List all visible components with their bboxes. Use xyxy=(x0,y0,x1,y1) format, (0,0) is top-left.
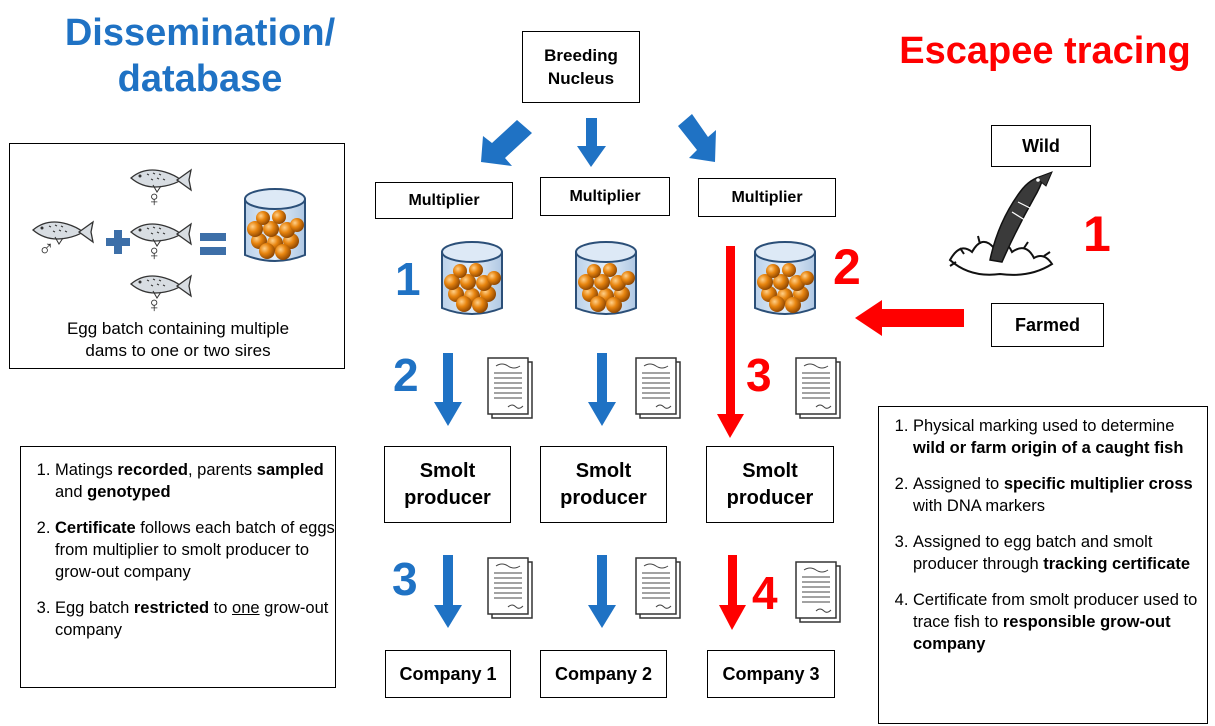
step-number-red-2: 2 xyxy=(833,239,861,295)
escapee-steps-panel: Physical marking used to determine wild … xyxy=(878,406,1208,724)
dissemination-steps-panel: Matings recorded, parents sampled and ge… xyxy=(20,446,336,688)
list-text-segment: wild or farm origin of a caught fish xyxy=(913,439,1184,457)
list-text-segment: with DNA markers xyxy=(913,497,1046,515)
company-box-2: Company 2 xyxy=(540,650,667,698)
company-label: Company 2 xyxy=(554,663,653,684)
escapee-step-item: Certificate from smolt producer used to … xyxy=(913,589,1207,655)
step-number-blue-3: 3 xyxy=(392,553,418,605)
list-text-segment: tracking certificate xyxy=(1043,555,1190,573)
list-text-segment: specific multiplier cross xyxy=(1003,475,1193,493)
arrow-to-multiplier-2 xyxy=(577,118,606,167)
female-symbol-mid: ♀ xyxy=(146,240,163,265)
farmed-box: Farmed xyxy=(991,303,1104,347)
list-text-segment: one xyxy=(232,599,260,617)
escapee-step-item: Physical marking used to determine wild … xyxy=(913,415,1207,459)
list-text-segment: genotyped xyxy=(87,483,171,501)
female-symbol-bottom: ♀ xyxy=(146,292,163,317)
step-number-red-4: 4 xyxy=(752,567,778,619)
list-text-segment: follows each batch of eggs from multipli… xyxy=(55,519,335,581)
multiplier-label: Multiplier xyxy=(408,191,480,209)
company-box-3: Company 3 xyxy=(707,650,835,698)
step-number-blue-1: 1 xyxy=(395,253,421,305)
smolt-producer-label: Smolt producer xyxy=(404,459,491,509)
escapee-step-item: Assigned to egg batch and smolt producer… xyxy=(913,531,1207,575)
escapee-step-item: Assigned to specific multiplier cross wi… xyxy=(913,473,1207,517)
smolt-producer-box-2: Smolt producer xyxy=(540,446,667,523)
breeding-nucleus-label: Breeding Nucleus xyxy=(544,46,618,88)
farmed-label: Farmed xyxy=(1014,314,1081,335)
list-text-segment: Assigned to egg batch and smolt producer… xyxy=(913,533,1153,573)
dissemination-steps-list: Matings recorded, parents sampled and ge… xyxy=(21,459,335,641)
list-text-segment: Matings xyxy=(55,461,118,479)
list-text-segment: Egg batch xyxy=(55,599,134,617)
heading-escapee-tracing: Escapee tracing xyxy=(899,30,1191,72)
list-text-segment: to xyxy=(209,599,233,617)
step-number-red-1: 1 xyxy=(1083,206,1111,262)
dissemination-step-item: Matings recorded, parents sampled and ge… xyxy=(55,459,335,503)
egg-batch-caption: Egg batch containing multiple dams to on… xyxy=(66,319,290,360)
heading-dissemination: Dissemination/ database xyxy=(64,12,336,100)
company-box-1: Company 1 xyxy=(385,650,511,698)
multiplier-box-1: Multiplier xyxy=(375,182,513,219)
male-symbol: ♂ xyxy=(38,236,55,261)
company-label: Company 1 xyxy=(399,663,497,684)
smolt-producer-label: Smolt producer xyxy=(560,459,647,509)
escapee-steps-list: Physical marking used to determine wild … xyxy=(879,415,1207,655)
wild-label: Wild xyxy=(1022,135,1060,156)
dissemination-step-item: Egg batch restricted to one grow-out com… xyxy=(55,597,335,641)
list-text-segment: grow-out company xyxy=(55,599,329,639)
smolt-producer-box-3: Smolt producer xyxy=(706,446,834,523)
dissemination-step-item: Certificate follows each batch of eggs f… xyxy=(55,517,335,583)
list-text-segment: responsible grow-out company xyxy=(913,613,1171,653)
step-number-red-3: 3 xyxy=(746,349,772,401)
list-text-segment: recorded xyxy=(117,461,188,479)
list-text-segment: Certificate xyxy=(55,519,136,537)
multiplier-label: Multiplier xyxy=(731,188,803,206)
list-text-segment: Physical marking used to determine xyxy=(913,417,1175,435)
company-label: Company 3 xyxy=(722,663,820,684)
smolt-producer-box-1: Smolt producer xyxy=(384,446,511,523)
arrow-to-multiplier-1 xyxy=(481,120,532,166)
list-text-segment: Assigned to xyxy=(913,475,1004,493)
multiplier-box-3: Multiplier xyxy=(698,178,836,217)
multiplier-box-2: Multiplier xyxy=(540,177,670,216)
list-text-segment: sampled xyxy=(256,461,324,479)
wild-box: Wild xyxy=(991,125,1091,167)
smolt-producer-label: Smolt producer xyxy=(726,459,814,509)
female-symbol-top: ♀ xyxy=(146,186,163,211)
list-text-segment: and xyxy=(55,483,88,501)
multiplier-label: Multiplier xyxy=(569,187,641,205)
list-text-segment: Certificate from smolt producer used to … xyxy=(913,591,1198,631)
breeding-nucleus-box: Breeding Nucleus xyxy=(522,31,640,103)
step-number-blue-2: 2 xyxy=(393,349,419,401)
list-text-segment: , parents xyxy=(187,461,257,479)
arrow-to-multiplier-3 xyxy=(678,114,716,162)
wild-fish-illustration xyxy=(948,171,1054,276)
list-text-segment: restricted xyxy=(133,599,210,617)
